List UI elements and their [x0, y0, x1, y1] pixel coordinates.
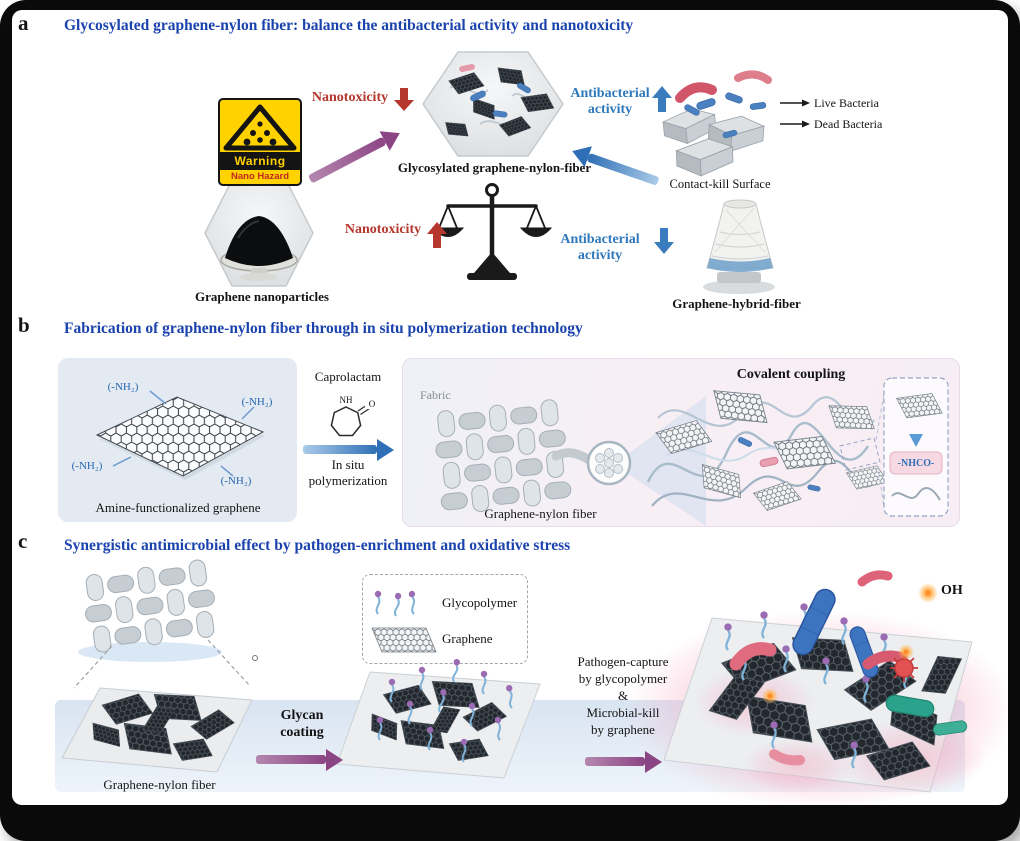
legend-glycopolymer-label: Glycopolymer — [442, 595, 518, 610]
mechanism-text: Pathogen-capture by glycopolymer & Micro… — [548, 653, 698, 738]
antibacterial-decrease-label: Antibacterial activity — [554, 232, 646, 264]
antibacterial-up-arrow — [652, 86, 672, 112]
nanotoxicity-increase-label: Nanotoxicity — [344, 222, 422, 237]
nanotoxicity-decrease-label: Nanotoxicity — [311, 90, 389, 105]
amine-group-label-1: (-NH₂) — [107, 381, 139, 393]
antibacterial-increase-line1: Antibacterial — [570, 86, 650, 101]
glycan-coating-label: Glycan coating — [258, 707, 346, 741]
legend-graphene-label: Graphene — [442, 631, 493, 646]
antibacterial-decrease-line2: activity — [577, 248, 623, 263]
in-situ-line2: polymerization — [308, 473, 388, 488]
graphene-nylon-fiber-caption-c: Graphene-nylon fiber — [103, 777, 216, 792]
legend-glycopolymer-icons — [373, 589, 419, 618]
mechanism-line4: Microbial-kill — [586, 705, 660, 720]
hydroxyl-radical-label: OH — [941, 583, 963, 598]
panel-a-label: a — [18, 11, 29, 35]
nanoparticles-hexagon — [204, 179, 314, 287]
hydroxyl-radical-dot — [918, 583, 938, 603]
panel-a-title: Glycosylated graphene-nylon fiber: balan… — [64, 17, 634, 34]
balance-scale-icon — [431, 183, 553, 280]
mechanism-line3: & — [617, 688, 629, 703]
amine-group-label-2: (-NH₂) — [241, 396, 273, 408]
bacteria-slab-3 — [627, 570, 1008, 805]
mechanism-line5: by graphene — [591, 722, 655, 737]
glyco-slab-2 — [336, 657, 541, 779]
warning-title: Warning — [220, 152, 300, 170]
glycan-line1: Glycan — [280, 708, 324, 723]
glyco-fiber-hexagon — [422, 51, 564, 157]
ring-nh-label: NH — [334, 395, 358, 405]
contact-kill-label: Contact-kill Surface — [669, 177, 771, 191]
glycan-coating-arrow — [256, 755, 326, 764]
dead-bacteria-label: Dead Bacteria — [814, 117, 883, 131]
polymerization-arrow — [303, 445, 377, 454]
nanotoxicity-down-arrow — [394, 88, 414, 111]
hybrid-fiber-caption: Graphene-hybrid-fiber — [672, 296, 801, 311]
nanoparticles-caption: Graphene nanoparticles — [195, 289, 329, 304]
bacteria-legend-arrows — [780, 99, 810, 128]
fabric-weave-c — [84, 558, 216, 654]
caprolactam-label: Caprolactam — [314, 369, 382, 384]
nano-hazard-icon — [223, 104, 297, 151]
glyco-fiber-caption: Glycosylated graphene-nylon-fiber — [397, 160, 592, 175]
amine-group-label-3: (-NH₂) — [71, 460, 103, 472]
graphene-nylon-fiber-caption-b: Graphene-nylon fiber — [484, 506, 597, 521]
zoom-lines — [73, 639, 258, 689]
fiber-spool — [703, 199, 775, 294]
fabric-label: Fabric — [420, 388, 451, 402]
figure-canvas: a Glycosylated graphene-nylon fiber: bal… — [12, 10, 1008, 805]
antibacterial-decrease-line1: Antibacterial — [560, 232, 640, 247]
mechanism-line2: by glycopolymer — [578, 671, 668, 686]
amine-group-label-4: (-NH₂) — [220, 475, 252, 487]
legend-graphene-icon — [371, 627, 437, 653]
antibacterial-down-arrow — [654, 228, 674, 254]
panel-b-label: b — [18, 313, 30, 337]
amide-bond-label: -NHCO- — [897, 458, 935, 469]
covalent-coupling-label: Covalent coupling — [736, 367, 846, 382]
panel-c-title: Synergistic antimicrobial effect by path… — [64, 537, 571, 554]
in-situ-line1: In situ — [331, 457, 365, 472]
polymer-network — [646, 388, 889, 514]
antibacterial-increase-line2: activity — [587, 102, 633, 117]
amine-graphene-sheet — [95, 390, 265, 480]
panel-c-label: c — [18, 529, 28, 553]
amine-graphene-caption: Amine-functionalized graphene — [95, 500, 261, 515]
fiber-slab-1 — [61, 687, 253, 773]
warning-subtitle: Nano Hazard — [230, 171, 290, 182]
covalent-coupling-inset — [839, 377, 949, 517]
figure-artwork — [61, 51, 1008, 805]
fabric-shadow — [78, 642, 222, 662]
mechanism-line1: Pathogen-capture — [577, 654, 669, 669]
glycan-line2: coating — [280, 725, 324, 740]
antibacterial-increase-label: Antibacterial activity — [564, 86, 656, 118]
bacteria-cluster — [675, 70, 772, 111]
panel-b-title: Fabrication of graphene-nylon fiber thro… — [64, 320, 583, 337]
ring-o-label: O — [365, 399, 379, 409]
contact-kill-surface-blocks — [661, 103, 765, 178]
caprolactam-structure-icon — [330, 404, 370, 437]
antimicrobial-arrow — [585, 757, 645, 766]
warning-sign: Warning Nano Hazard — [218, 98, 302, 186]
live-bacteria-label: Live Bacteria — [814, 96, 879, 110]
nanotoxicity-up-arrow — [427, 222, 447, 248]
fabric-weave-b — [434, 398, 573, 513]
